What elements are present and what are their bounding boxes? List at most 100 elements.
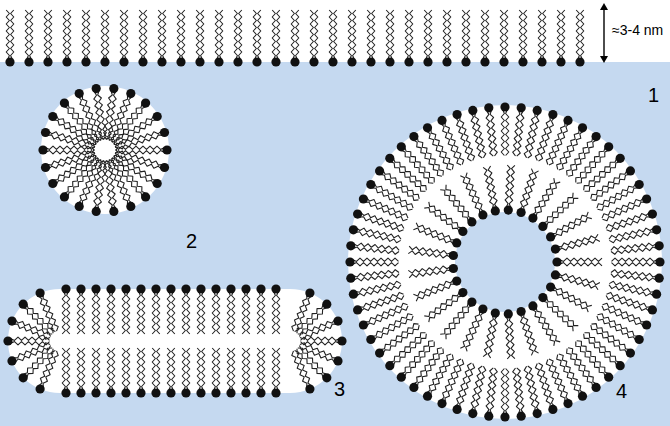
lipid-tail [361, 296, 404, 312]
lipid-head [528, 214, 537, 223]
lipid-tail [247, 292, 250, 334]
lipid-tail [490, 111, 497, 156]
lipid-tail [354, 270, 399, 277]
lipid-tail [612, 258, 658, 261]
lipid-head [290, 57, 299, 66]
lipid-head [537, 57, 546, 66]
lipid-tail [334, 10, 337, 59]
arrow-head [600, 3, 608, 10]
lipid-tail [227, 292, 230, 334]
lipid-head [500, 102, 509, 111]
lipid-head [345, 257, 354, 266]
lipid-tail [354, 274, 399, 281]
lipid-head [397, 142, 406, 151]
lipid-tail [611, 270, 656, 277]
vesicle-lumen [455, 212, 555, 312]
lipid-tail [505, 165, 510, 207]
lipid-head [484, 412, 493, 421]
lipid-tail [448, 10, 451, 59]
lipid-head [226, 388, 235, 397]
lipid-head [563, 399, 572, 408]
lipid-head [91, 284, 100, 293]
lipid-head [305, 288, 314, 297]
lipid-tail [584, 159, 617, 191]
lipid-head [19, 373, 28, 382]
lipid-head [404, 57, 413, 66]
lipid-tail [429, 10, 432, 59]
lipid-tail [424, 208, 459, 232]
lipid-tail [524, 171, 539, 211]
lipid-tail [49, 10, 52, 59]
lipid-tail [196, 10, 199, 59]
lipid-tail [562, 10, 565, 59]
lipid-head [484, 103, 493, 112]
lipid-tail [602, 198, 643, 218]
lipid-tail [62, 292, 65, 334]
lipid-tail [539, 363, 555, 406]
lipid-tail [506, 110, 509, 156]
lipid-head [176, 57, 185, 66]
lipid-head [309, 57, 318, 66]
lipid-tail [524, 10, 527, 59]
lipid-head [504, 206, 513, 215]
lipid-head [106, 284, 115, 293]
lipid-head [7, 317, 16, 326]
callout-number: 3 [334, 378, 345, 400]
vesicle-shell [348, 105, 662, 419]
lipid-head [24, 57, 33, 66]
lipid-tail [361, 213, 404, 229]
lipid-head [385, 57, 394, 66]
lipid-tail [43, 295, 58, 331]
lipid-tail [611, 274, 656, 281]
lipid-head [478, 305, 487, 314]
lipid-head [453, 110, 462, 119]
lipid-tail [25, 10, 28, 59]
lipid-tail [106, 10, 109, 59]
lipid-tail [65, 155, 96, 193]
lipid-tail [609, 228, 653, 239]
lipid-head [92, 84, 101, 93]
lipid-head [353, 305, 362, 314]
lipid-head [517, 103, 526, 112]
dimension-line [603, 8, 604, 58]
lipid-head [157, 57, 166, 66]
lipid-tail [296, 10, 299, 59]
lipid-head [552, 257, 561, 266]
lipid-tail [517, 368, 524, 413]
lipid-head [500, 412, 509, 421]
lipid-tail [137, 348, 140, 390]
lipid-tail [87, 10, 90, 59]
lipid-head [141, 99, 150, 108]
lipid-head [347, 57, 356, 66]
lipid-head [409, 383, 418, 392]
lipid-tail [360, 217, 404, 232]
lipid-tail [559, 239, 600, 250]
lipid-head [635, 335, 644, 344]
lipid-head [652, 225, 661, 234]
lipid-tail [417, 349, 443, 387]
lipid-tail [277, 10, 280, 59]
lipid-tail [107, 348, 110, 390]
lipid-head [453, 405, 462, 414]
dimension-label: ≈3-4 nm [612, 23, 663, 38]
lipid-tail [292, 295, 307, 331]
lipid-tail [592, 324, 630, 350]
lipid-tail [471, 366, 482, 410]
lipid-tail [501, 110, 504, 156]
lipid-tail [197, 292, 200, 334]
lipid-tail [300, 343, 336, 358]
lipid-head [437, 399, 446, 408]
lipid-head [458, 288, 467, 297]
lipid-head [468, 106, 477, 115]
lipid-head [241, 388, 250, 397]
lipid-tail [272, 292, 275, 334]
lipid-head [151, 284, 160, 293]
lipid-head [126, 202, 135, 211]
lipid-tail [543, 10, 546, 59]
lipid-head [467, 217, 476, 226]
lipid-head [652, 290, 661, 299]
lipid-head [655, 241, 664, 250]
lipid-tail [552, 212, 588, 234]
lipid-tail [598, 188, 638, 210]
